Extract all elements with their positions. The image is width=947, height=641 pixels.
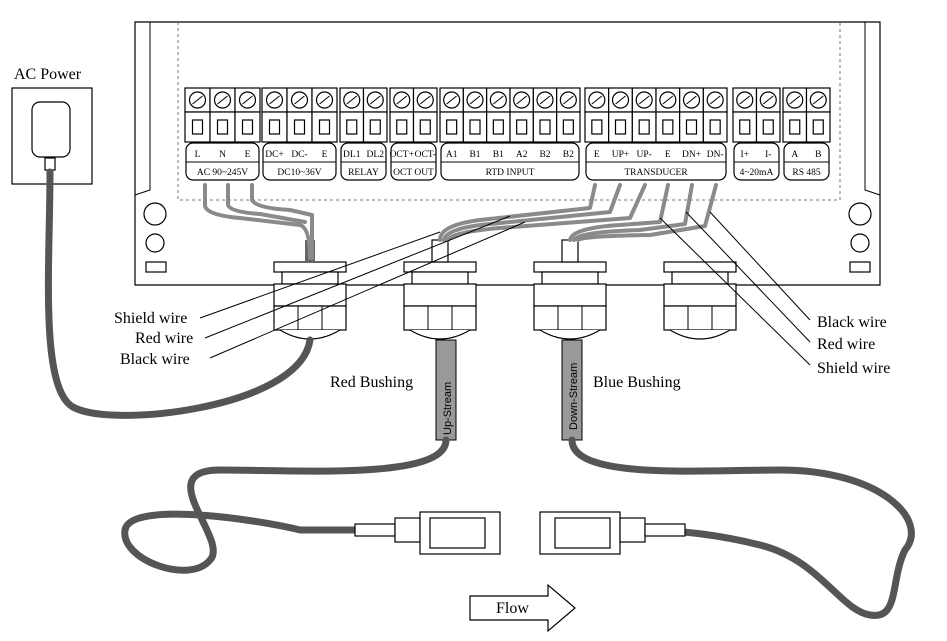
terminal-pin-label: E [594,150,600,160]
ac-power-label: AC Power [14,66,82,83]
downstream-transducer [539,511,686,555]
terminal-group-label: 4~20mA [740,168,774,178]
terminal-pin-label: DL1 [343,150,361,160]
terminal-pin-label: E [322,150,328,160]
terminal-pin-label: A1 [446,150,458,160]
terminal-pin-label: OCT+ [390,150,414,160]
red-bushing-label: Red Bushing [330,374,413,391]
right-shield-wire-label: Shield wire [817,360,890,377]
terminal-group-label: RS 485 [792,168,820,178]
terminal-pin-label: DC+ [265,150,284,160]
terminal-group: E UP+ UP- E DN+ DN- TRANSDUCER [584,87,728,181]
terminal-pin-label: I- [765,150,771,160]
terminal-pin-label: B [815,150,821,160]
terminal-pin-label: B2 [563,150,574,160]
terminal-group: OCT+OCT- OCT OUT [389,87,438,181]
cable-bushing [403,239,477,340]
right-red-wire-label: Red wire [817,336,875,353]
right-black-wire-label: Black wire [817,314,887,331]
terminal-pin-label: OCT- [415,150,436,160]
terminal-pin-label: UP+ [612,150,630,160]
terminal-pin-label: B1 [493,150,504,160]
terminal-pin-label: A [791,150,798,160]
terminal-pin-label: E [665,150,671,160]
downstream-label: Down-Stream [568,363,580,430]
flow-arrow-icon [469,583,576,633]
left-black-wire-label: Black wire [120,351,190,368]
terminal-pin-label: DN- [707,150,724,160]
terminal-clamp [234,111,261,143]
terminal-pin-label: DN+ [682,150,701,160]
cable-bushing [663,261,737,340]
downstream-wire-dn-minus [576,183,718,242]
ac-power-cable [44,168,314,419]
terminal-group: I+ I- 4~20mA [732,87,781,181]
upstream-label: Up-Stream [442,382,454,435]
ac-wire-e [250,183,314,260]
terminal-pin-label: DC- [291,150,307,160]
terminal-pin-label: E [245,150,251,160]
terminal-group: A B RS 485 [782,87,831,181]
left-shield-wire-label: Shield wire [114,310,187,327]
upstream-cable [121,436,450,574]
terminal-group-label: RELAY [348,168,379,178]
terminal-group-label: OCT OUT [393,168,434,178]
cable-bushings [273,239,737,340]
terminal-pin-label: L [195,150,201,160]
upstream-wire-e [438,183,597,242]
ac-wire-n [226,183,307,224]
blue-bushing-label: Blue Bushing [593,374,681,391]
cable-bushing [533,239,607,340]
callout-lines [199,211,811,366]
terminal-group-label: TRANSDUCER [624,168,688,178]
terminal-group: L N E AC 90~245V [184,87,261,181]
flow-label: Flow [496,600,529,617]
upstream-transducer [354,511,501,555]
terminal-pin-label: DL2 [367,150,385,160]
terminal-pin-label: UP- [637,150,652,160]
left-red-wire-label: Red wire [135,330,193,347]
terminal-group-label: AC 90~245V [197,168,248,178]
terminal-pin-label: A2 [516,150,528,160]
ac-power-outlet [11,87,93,185]
downstream-wire-dn-plus [572,183,694,242]
terminal-pin-label: B1 [469,150,480,160]
terminal-clamp [209,111,236,143]
terminal-group-label: DC10~36V [277,168,321,178]
terminal-pin-label: I+ [740,150,749,160]
terminal-pin-label: B2 [539,150,550,160]
downstream-cable [568,436,915,619]
terminal-pin-label: N [219,150,226,160]
downstream-wire-e [568,183,670,242]
terminal-group-label: RTD INPUT [486,168,535,178]
ac-wire-l [203,183,312,260]
